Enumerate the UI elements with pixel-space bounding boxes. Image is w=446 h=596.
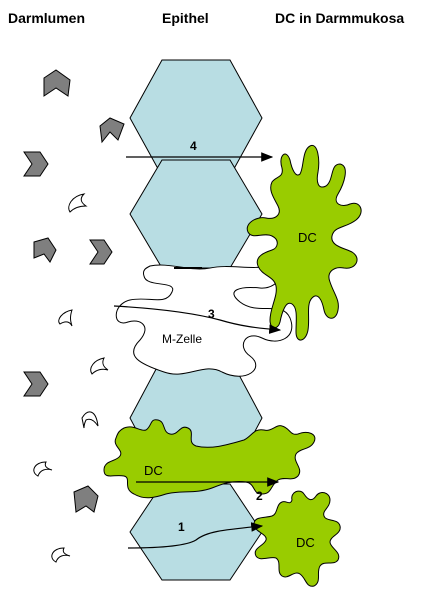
antigen-chevron-4 [24, 372, 48, 396]
epithel-cell-4 [130, 484, 262, 580]
antigen-crescent-5 [34, 462, 52, 476]
antigen-crescent-2 [59, 310, 72, 326]
route-number-2: 2 [256, 489, 263, 503]
m-cell [116, 265, 292, 376]
antigen-chevron-3 [90, 240, 112, 264]
dc-bottom-label: DC [296, 535, 315, 550]
antigen-chevron-1 [24, 152, 48, 176]
route-number-1: 1 [178, 520, 185, 534]
antigen-crescent-4 [82, 412, 98, 428]
antigen-arrow-2 [100, 118, 124, 142]
m-cell-label: M-Zelle [162, 332, 202, 346]
dc-spanning-label: DC [144, 463, 163, 478]
route-number-3: 3 [208, 307, 215, 321]
epithel-cell-1 [130, 60, 262, 176]
antigen-crescent-1 [69, 194, 86, 212]
antigens [24, 70, 124, 512]
route-number-4: 4 [190, 139, 197, 153]
antigen-chevron-5 [74, 486, 98, 512]
antigen-chevron-2 [34, 238, 56, 262]
epithel-cell-2 [130, 160, 262, 268]
antigen-arrow-1 [44, 70, 70, 96]
antigen-crescent-6 [52, 548, 70, 562]
dc-right-label: DC [298, 230, 317, 245]
antigen-crescent-3 [91, 358, 108, 374]
